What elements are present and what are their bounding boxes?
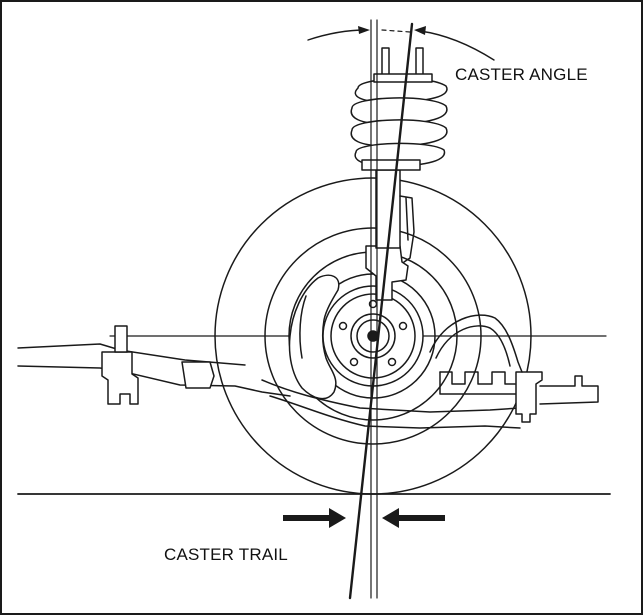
steering-axis-line bbox=[348, 22, 414, 600]
wheel-hub bbox=[322, 285, 424, 387]
arrow-left-icon bbox=[382, 508, 445, 528]
caster-angle-arrowhead-right bbox=[414, 26, 426, 35]
caster-angle-arrowhead-left bbox=[358, 26, 370, 34]
tire-outer bbox=[214, 177, 532, 495]
arrow-right-icon bbox=[283, 508, 346, 528]
strut-assembly bbox=[350, 47, 448, 301]
caster-angle-arc-dashed bbox=[381, 29, 411, 33]
caster-angle-label: CASTER ANGLE bbox=[455, 65, 588, 84]
tire-inner bbox=[264, 227, 482, 445]
brake-caliper bbox=[288, 274, 340, 400]
caster-angle-arc-right bbox=[419, 30, 495, 61]
caster-angle-arc-left bbox=[307, 29, 367, 41]
caster-trail-label: CASTER TRAIL bbox=[164, 545, 288, 564]
suspension-frame bbox=[17, 314, 599, 429]
